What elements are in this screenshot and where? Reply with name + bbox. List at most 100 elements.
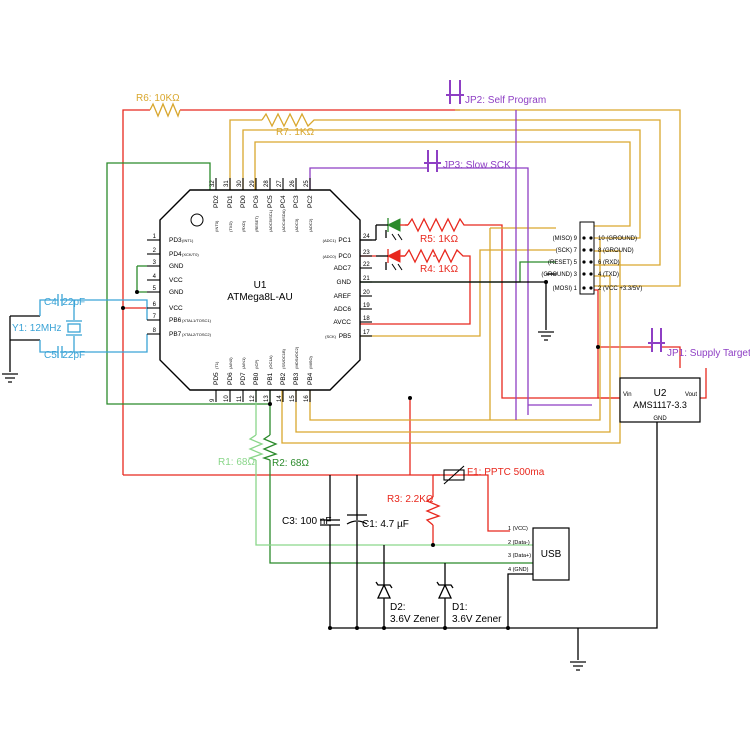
pin-number: 11 bbox=[237, 395, 243, 402]
label-d1-a: D1: bbox=[452, 602, 468, 613]
resistor-r4-icon bbox=[404, 248, 467, 264]
pin-function: (INT0) bbox=[214, 220, 219, 232]
pin-function: (RXD) bbox=[241, 220, 246, 232]
usb-pin-label: 2 (Data-) bbox=[508, 540, 530, 546]
pin-number: 4 bbox=[153, 274, 157, 280]
pin-name: PD1 bbox=[227, 195, 234, 208]
fuse-f1-icon bbox=[443, 465, 465, 485]
jumper-jp3-icon bbox=[424, 150, 441, 172]
pin-name: AREF bbox=[334, 293, 351, 300]
pin-name: PD0 bbox=[240, 195, 247, 208]
pin-number: 32 bbox=[210, 180, 216, 187]
pin-number: 24 bbox=[363, 234, 370, 240]
pin-number: 15 bbox=[290, 395, 296, 402]
pin-function: (MOSI/OC2) bbox=[294, 346, 299, 369]
regulator-u2-body bbox=[619, 377, 701, 423]
pin-number: 28 bbox=[264, 180, 270, 187]
u2-ref: U2 bbox=[654, 388, 667, 399]
pin-name: PD4 bbox=[169, 251, 182, 258]
pin-number: 2 bbox=[153, 248, 157, 254]
chip-pin-10: 10 PD6 (AIN0) bbox=[224, 357, 234, 402]
label-c5: C5: 22pF bbox=[44, 350, 85, 361]
pin-name: PC1 bbox=[338, 237, 351, 244]
pin-number: 9 bbox=[210, 398, 216, 402]
label-c4: C4: 22pF bbox=[44, 297, 85, 308]
pin-name: PB6 bbox=[169, 317, 182, 324]
resistor-r5-icon bbox=[407, 217, 468, 233]
pin-function: (ADC0) bbox=[323, 254, 337, 259]
ground-symbol-bottom bbox=[570, 661, 586, 671]
pin-number: 7 bbox=[153, 314, 157, 320]
pin-number: 6 bbox=[153, 302, 157, 308]
pin-name: GND bbox=[169, 263, 184, 270]
pin-number: 26 bbox=[290, 180, 296, 187]
pin-name: PB0 bbox=[253, 372, 260, 385]
vcc-net-wires bbox=[122, 109, 707, 545]
chip-u1-body bbox=[159, 189, 361, 391]
pin-name: PB5 bbox=[339, 333, 352, 340]
pin-function: (ICP) bbox=[254, 359, 259, 369]
label-jp2: JP2: Self Program bbox=[465, 95, 546, 106]
crystal-network bbox=[39, 294, 148, 358]
usb-label: USB bbox=[541, 549, 562, 560]
resistor-r6-icon bbox=[149, 102, 181, 118]
pin-name: PD6 bbox=[227, 372, 234, 385]
pin-name: PB2 bbox=[280, 372, 287, 385]
header-pin-label-left: (RESET) 5 bbox=[548, 260, 578, 266]
label-r7: R7: 1KΩ bbox=[276, 127, 315, 138]
pin-function: (AIN0) bbox=[228, 357, 233, 369]
isp-header-body bbox=[579, 221, 595, 295]
header-pin-dot bbox=[582, 272, 586, 276]
pin-function: (ADC3) bbox=[294, 218, 299, 232]
chip-bottom-pins: 9PD5(T1)10PD6(AIN0)11PD7(AIN1)12PB0(ICP)… bbox=[210, 346, 314, 402]
label-y1: Y1: 12MHz bbox=[12, 323, 61, 334]
pin-number: 30 bbox=[237, 180, 243, 187]
pin-number: 27 bbox=[277, 180, 283, 187]
pin-name: PC6 bbox=[253, 195, 260, 208]
chip-ref: U1 bbox=[254, 280, 267, 291]
pin-number: 18 bbox=[363, 316, 370, 322]
prog-net-wires bbox=[229, 109, 681, 444]
pin-number: 5 bbox=[153, 286, 157, 292]
led-red-icon bbox=[376, 249, 405, 271]
pin-number: 14 bbox=[277, 395, 283, 402]
pin-name: VCC bbox=[169, 277, 183, 284]
pin-name: PB4 bbox=[307, 372, 314, 385]
resistor-r7-icon bbox=[261, 112, 320, 128]
pin-function: (ADC4/SDA) bbox=[281, 209, 286, 232]
resistor-r2-icon bbox=[261, 434, 278, 461]
chip-name: ATMega8L-AU bbox=[227, 292, 292, 303]
header-pin-label-right: 2 (VCC +3.3/5V) bbox=[598, 286, 642, 292]
header-pin-label-left: (SCK) 7 bbox=[556, 248, 578, 254]
u2-gnd: GND bbox=[653, 416, 667, 422]
pin-name: PD3 bbox=[169, 237, 182, 244]
pin-name: PB1 bbox=[267, 372, 274, 385]
pin-name: PD2 bbox=[213, 195, 220, 208]
pin-number: 10 bbox=[224, 395, 230, 402]
header-pin-label-left: (MOSI) 1 bbox=[553, 286, 578, 292]
pin-number: 25 bbox=[304, 180, 310, 187]
pin-number: 21 bbox=[363, 276, 370, 282]
isp-header-pins: (MISO) 9(SCK) 7(RESET) 5(GROUND) 3(MOSI)… bbox=[541, 236, 642, 292]
pin-function: (MISO) bbox=[308, 355, 313, 369]
header-pin-dot bbox=[582, 286, 586, 290]
